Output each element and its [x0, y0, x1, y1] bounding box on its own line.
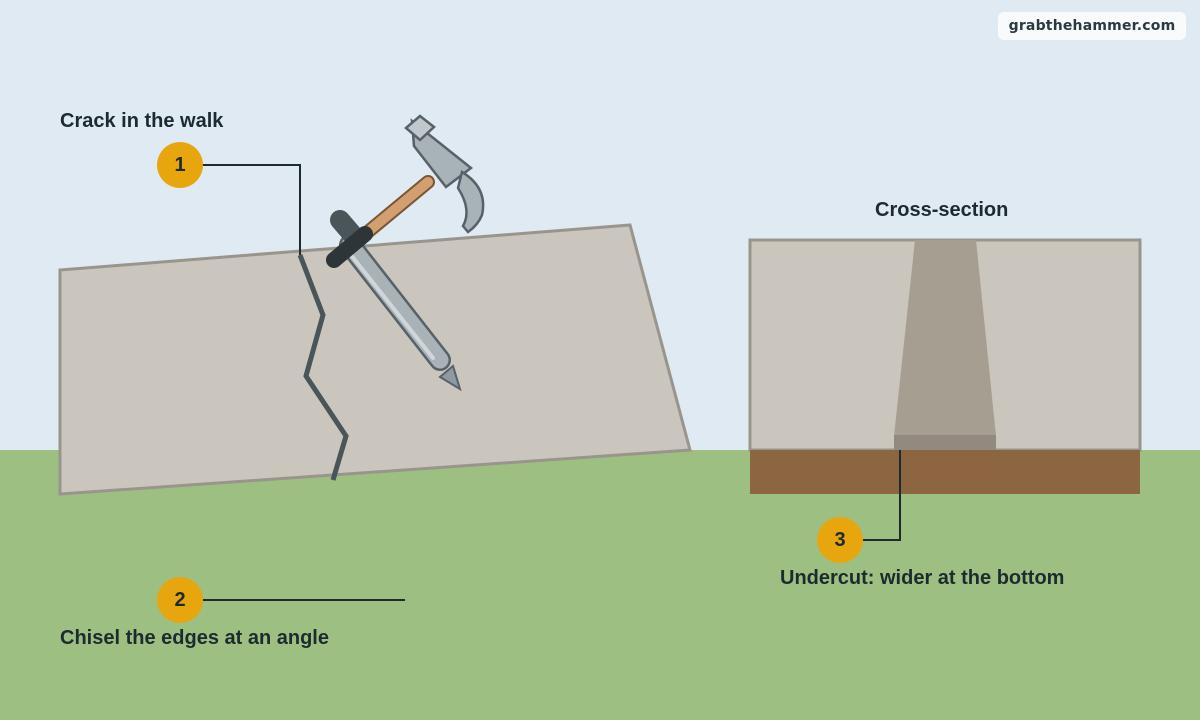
cross-section-title: Cross-section [875, 199, 1009, 221]
step-badge-2: 2 [157, 577, 203, 623]
undercut-label: Undercut: wider at the bottom [780, 567, 1065, 589]
undercut-groove [894, 240, 996, 436]
step-badge-1: 1 [157, 142, 203, 188]
walkway-slab [58, 223, 692, 496]
step-badge-3: 3 [817, 517, 863, 563]
hammer-icon [326, 114, 485, 268]
soil-layer [750, 450, 1140, 494]
brand-text: grabthehammer.com [1008, 18, 1176, 34]
ground [0, 450, 1200, 720]
brand-badge: grabthehammer.com [998, 12, 1186, 40]
leader-line-3 [862, 450, 901, 541]
crack-line [297, 254, 349, 481]
crack-label: Crack in the walk [60, 110, 224, 132]
leader-line-1 [202, 164, 301, 255]
chisel-label: Chisel the edges at an angle [60, 627, 329, 649]
groove-base [894, 435, 996, 450]
chisel-icon [330, 210, 462, 392]
